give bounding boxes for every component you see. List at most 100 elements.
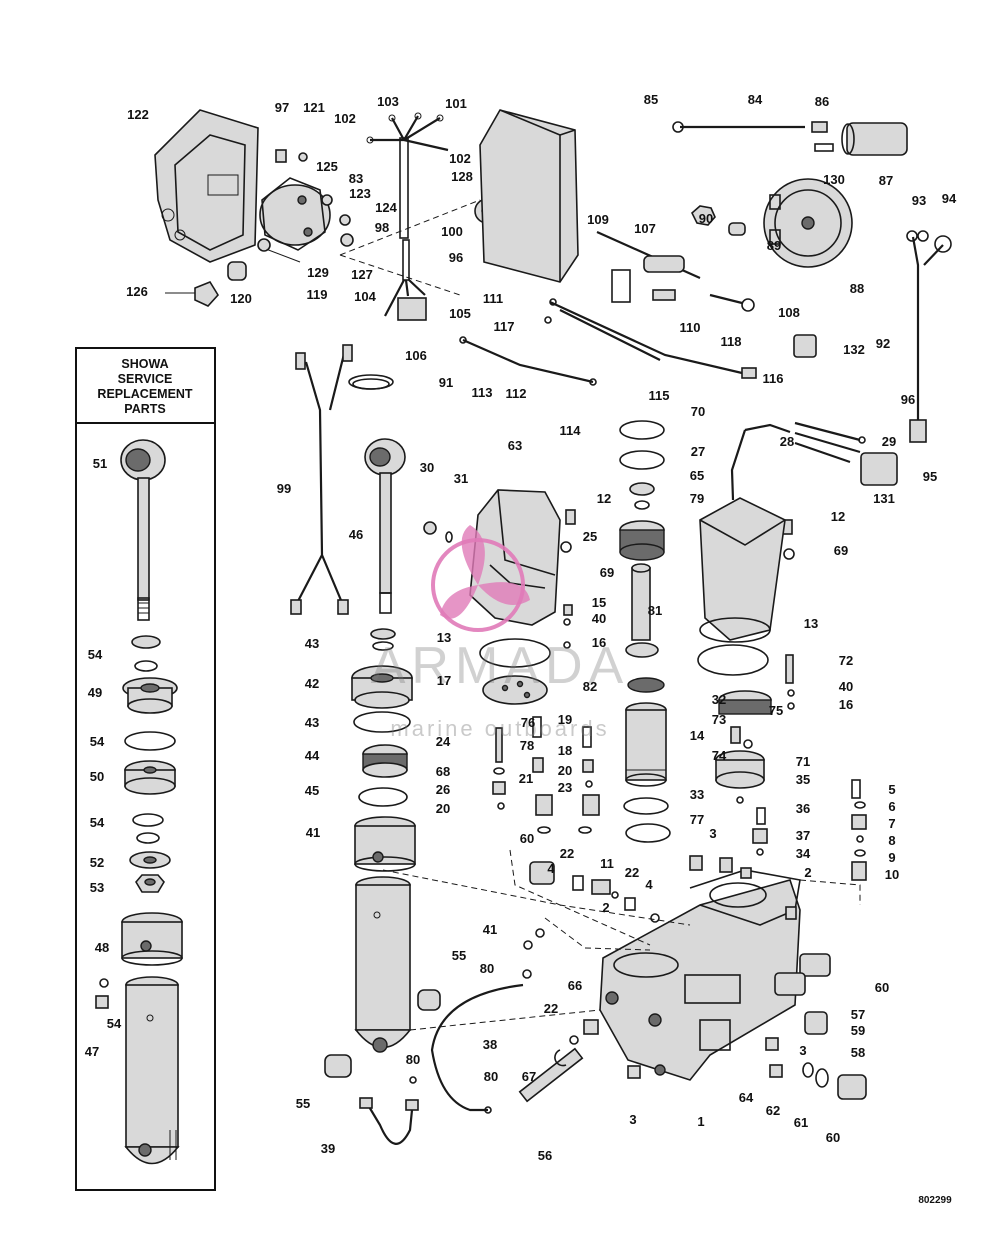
ball-20a [497,802,505,810]
callout-37: 37 [796,828,810,843]
solenoid-125 [259,184,331,246]
o-ring-27 [619,450,665,470]
clip-97 [275,149,287,163]
callout-12: 12 [597,491,611,506]
callout-39: 39 [321,1141,335,1156]
lead-112 [462,338,594,384]
plug-3c [740,867,752,879]
callout-73: 73 [712,712,726,727]
fuse-110 [652,289,676,301]
ball-34 [756,848,764,856]
callout-80: 80 [484,1069,498,1084]
callout-85: 85 [644,92,658,107]
panel-title-line-4: PARTS [124,402,165,416]
figure-number: 802299 [918,1195,952,1206]
callout-60: 60 [826,1130,840,1145]
callout-41: 41 [306,825,320,840]
o-ring-9 [854,849,866,857]
callout-54: 54 [90,734,105,749]
callout-54: 54 [90,815,105,830]
callout-69: 69 [834,543,848,558]
plug-3d [627,1065,641,1079]
line-39 [367,1104,414,1145]
callout-87: 87 [879,173,893,188]
pump-housing-1 [599,879,801,1081]
callout-24: 24 [436,734,451,749]
ball-22c [611,891,619,899]
callout-107: 107 [634,221,656,236]
callout-111: 111 [483,291,503,306]
callout-69: 69 [600,565,614,580]
spring-4a [572,875,584,891]
callout-80: 80 [480,961,494,976]
callout-80: 80 [406,1052,420,1067]
callout-26: 26 [436,782,450,797]
nut-53-hole [144,878,156,886]
o-ring-68 [493,767,505,775]
callout-19: 19 [558,712,572,727]
callout-23: 23 [558,780,572,795]
o-ring-43b [353,711,411,733]
panel-title-line-2: SERVICE [118,372,173,386]
callout-40: 40 [839,679,853,694]
valve-23 [582,794,600,816]
callout-61: 61 [794,1115,808,1130]
o-ring-13b [697,644,769,676]
screw-15 [563,604,573,616]
connector-131 [860,452,898,486]
callout-30: 30 [420,460,434,475]
grommet-120 [227,261,247,281]
piston-50 [124,760,176,795]
pin-130 [814,143,834,152]
callout-97: 97 [275,100,289,115]
callout-32: 32 [712,692,726,707]
callout-127: 127 [351,267,373,282]
callout-8: 8 [888,833,895,848]
o-ring-6 [854,801,866,809]
callout-130: 130 [823,172,845,187]
callout-84: 84 [748,92,763,107]
callout-90: 90 [699,211,713,226]
callout-50: 50 [90,769,104,784]
ball-41a [535,928,545,938]
lead-115 [549,301,743,375]
screw-30 [423,521,437,535]
o-ring-22b [578,826,592,834]
valve-60d [837,1074,867,1100]
callout-16: 16 [839,697,853,712]
callout-25: 25 [583,529,597,544]
panel-title-line-1: SHOWA [121,357,168,371]
callout-2: 2 [804,865,811,880]
screw-24 [495,727,503,763]
callout-91: 91 [439,375,453,390]
fitting-66 [583,1019,599,1035]
plug-64 [769,1064,783,1078]
plug-2b [785,906,797,920]
harness-92 [911,236,944,430]
callout-128: 128 [451,169,473,184]
valve-60a [529,861,555,885]
callout-38: 38 [483,1037,497,1052]
o-ring-45 [358,787,408,807]
plug-3b [719,857,733,873]
washer-16a [563,641,571,649]
o-ring-22d [569,1035,579,1045]
callout-56: 56 [538,1148,552,1163]
screw-119 [257,238,271,252]
plug-3e [765,1037,779,1051]
harness-99 [295,353,346,606]
callout-86: 86 [815,94,829,109]
wire-harness-100 [399,137,409,239]
lead-108 [709,293,743,305]
callout-109: 109 [587,212,609,227]
callout-68: 68 [436,764,450,779]
callout-14: 14 [690,728,705,743]
callout-43: 43 [305,715,319,730]
callout-12: 12 [831,509,845,524]
callout-3: 3 [799,1043,806,1058]
callout-92: 92 [876,336,890,351]
ball-20b [585,780,593,788]
callout-55: 55 [296,1096,310,1111]
callout-120: 120 [230,291,252,306]
